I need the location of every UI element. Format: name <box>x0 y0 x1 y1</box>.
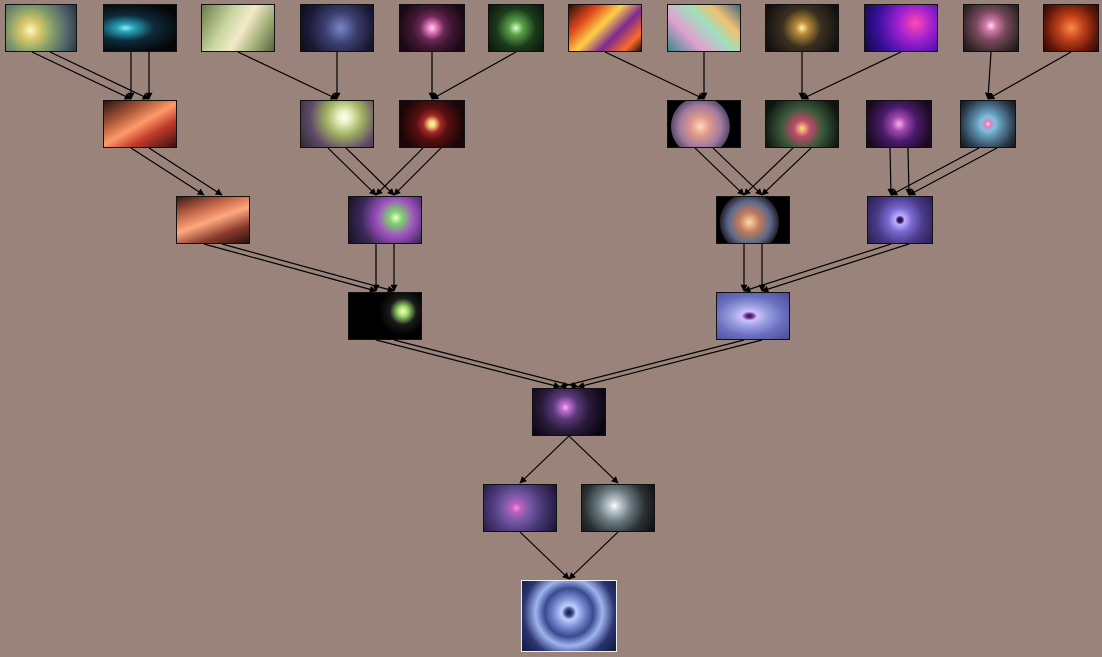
green-bokeh-thumbnail[interactable] <box>300 100 374 148</box>
edge-e1-to-f1 <box>519 435 570 484</box>
edge-d1-to-e1 <box>393 339 579 389</box>
color-orbs-thumbnail[interactable] <box>348 196 422 244</box>
purple-plasma-thumbnail[interactable] <box>864 4 938 52</box>
edge-b5-to-c3 <box>743 147 794 196</box>
copper-honeycomb-thumbnail[interactable] <box>1043 4 1099 52</box>
edge-f2-to-g1 <box>568 531 619 580</box>
edge-a7-to-b4 <box>604 51 705 100</box>
edge-d2-to-e1 <box>559 339 745 389</box>
periwinkle-portal-thumbnail[interactable] <box>716 292 790 340</box>
cyan-ring-thumbnail[interactable] <box>960 100 1016 148</box>
dark-violet-kaleidoscope-thumbnail[interactable] <box>532 388 606 436</box>
edge-b7-to-c4 <box>908 147 998 196</box>
edge-b3-to-c2 <box>375 147 424 196</box>
edge-b4-to-c3 <box>694 147 745 196</box>
edge-c1-to-d1 <box>203 243 377 293</box>
edge-a10-to-b5 <box>801 51 902 100</box>
teal-wave-thumbnail[interactable] <box>103 4 177 52</box>
coral-bouquet-thumbnail[interactable] <box>348 292 422 340</box>
edge-b6-to-c4 <box>905 147 913 196</box>
rainbow-sphere-thumbnail[interactable] <box>667 100 741 148</box>
orange-flame-thumbnail[interactable] <box>103 100 177 148</box>
edge-b6-to-c4 <box>887 147 895 196</box>
edge-c4-to-d2 <box>743 243 892 293</box>
edge-b3-to-c2 <box>393 147 442 196</box>
edge-a1-to-b1 <box>49 51 150 100</box>
edge-b5-to-c3 <box>761 147 812 196</box>
edge-c4-to-d2 <box>761 243 910 293</box>
edge-b4-to-c3 <box>712 147 763 196</box>
edge-d2-to-e1 <box>577 339 763 389</box>
edge-b2-to-c2 <box>345 147 395 196</box>
peach-curl-thumbnail[interactable] <box>176 196 250 244</box>
blue-nebula-thumbnail[interactable] <box>300 4 374 52</box>
edge-b1-to-c1 <box>148 147 223 196</box>
edge-f1-to-g1 <box>519 531 570 580</box>
pink-mandala-thumbnail[interactable] <box>399 4 465 52</box>
golden-stars-thumbnail[interactable] <box>765 4 839 52</box>
edge-a12-to-b7 <box>987 51 1072 100</box>
violet-petals-thumbnail[interactable] <box>866 100 932 148</box>
edge-d1-to-e1 <box>375 339 561 389</box>
rainbow-glass-thumbnail[interactable] <box>667 4 741 52</box>
fire-feathers-thumbnail[interactable] <box>568 4 642 52</box>
edge-a11-to-b7 <box>984 51 992 100</box>
rose-disc-thumbnail[interactable] <box>963 4 1019 52</box>
jeweled-lights-thumbnail[interactable] <box>765 100 839 148</box>
pale-green-rays-thumbnail[interactable] <box>201 4 275 52</box>
blue-final-kaleidoscope-thumbnail[interactable] <box>521 580 617 652</box>
edge-a6-to-b3 <box>431 51 517 100</box>
edge-a3-to-b2 <box>237 51 338 100</box>
edge-e1-to-f2 <box>568 435 619 484</box>
edge-b7-to-c4 <box>890 147 980 196</box>
edge-b1-to-c1 <box>130 147 205 196</box>
green-lace-thumbnail[interactable] <box>488 4 544 52</box>
golden-eye-thumbnail[interactable] <box>399 100 465 148</box>
bronze-sphere-thumbnail[interactable] <box>716 196 790 244</box>
edge-a1-to-b1 <box>31 51 132 100</box>
silver-mandala-thumbnail[interactable] <box>581 484 655 532</box>
lavender-mandala-thumbnail[interactable] <box>867 196 933 244</box>
edge-b2-to-c2 <box>327 147 377 196</box>
purple-mandala-thumbnail[interactable] <box>483 484 557 532</box>
edge-c1-to-d1 <box>221 243 395 293</box>
golden-swirl-thumbnail[interactable] <box>5 4 77 52</box>
